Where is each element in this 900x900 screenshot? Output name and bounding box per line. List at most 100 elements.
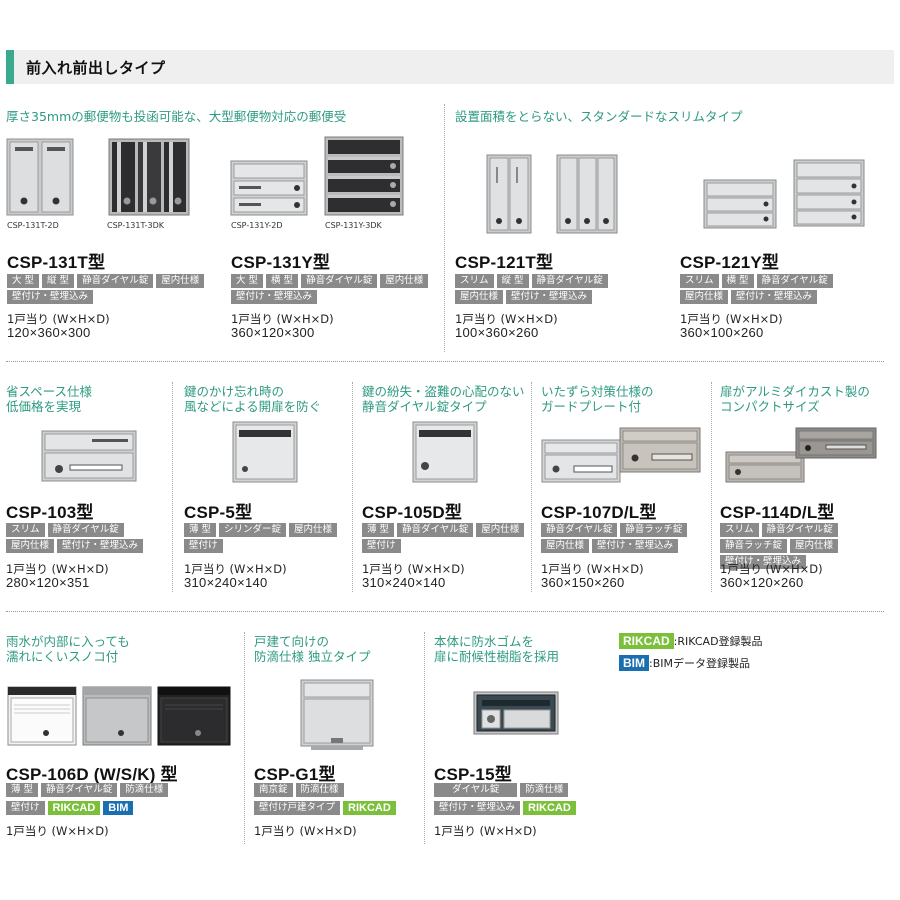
- section-header-bar: [6, 50, 894, 84]
- dims-csp-106: 1戸当り (W×H×D): [6, 824, 109, 838]
- row-separator-1: [6, 361, 884, 362]
- badges-csp-g1: 南京錠 防滴仕様 壁付け戸建タイプ RIKCAD: [254, 783, 420, 815]
- dims-label: 1戸当り (W×H×D): [434, 824, 537, 838]
- badge: 壁付け戸建タイプ: [254, 801, 341, 815]
- tagline-line: 風などによる開扉を防ぐ: [184, 399, 322, 414]
- dims-csp-121y: 1戸当り (W×H×D) 360×100×260: [680, 312, 783, 340]
- tagline-csp-g1: 戸建て向けの 防滴仕様 独立タイプ: [254, 634, 370, 664]
- dims-csp-131t: 1戸当り (W×H×D) 120×360×300: [7, 312, 110, 340]
- product-image-csp-103: [41, 430, 137, 482]
- model-csp-105d: CSP-105D型: [362, 503, 463, 522]
- model-csp-121y: CSP-121Y型: [680, 253, 780, 272]
- badge: 壁付け・壁埋込み: [231, 290, 318, 304]
- badge: 南京錠: [254, 783, 293, 797]
- badge: スリム: [6, 523, 45, 537]
- badge: 壁付け: [362, 539, 401, 553]
- tagline-csp-103: 省スペース仕様 低価格を実現: [6, 384, 92, 414]
- tagline-csp-5: 鍵のかけ忘れ時の 風などによる開扉を防ぐ: [184, 384, 321, 414]
- dims-label: 1戸当り (W×H×D): [6, 824, 109, 838]
- badge: 屋内仕様: [455, 290, 504, 304]
- badge: 静音ダイヤル錠: [541, 523, 618, 537]
- section-title: 前入れ前出しタイプ: [26, 59, 166, 77]
- legend-bim: BIM :BIMデータ登録製品: [619, 655, 750, 671]
- badge: 屋内仕様: [541, 539, 590, 553]
- bim-mark: BIM: [103, 801, 134, 815]
- tagline-line: 鍵の紛失・盗難の心配のない: [362, 384, 525, 399]
- badges-csp-121y: スリム 横 型 静音ダイヤル錠 屋内仕様 壁付け・壁埋込み: [680, 274, 880, 304]
- legend-rikcad: RIKCAD :RIKCAD登録製品: [619, 633, 763, 649]
- product-image-csp-5: [232, 421, 298, 483]
- tagline-line: 濡れにくいスノコ付: [6, 649, 119, 664]
- product-image-csp-131t-3dk: [108, 138, 190, 216]
- badges-csp-131t: 大 型 縦 型 静音ダイヤル錠 屋内仕様 壁付け・壁埋込み: [7, 274, 207, 304]
- model-csp-5: CSP-5型: [184, 503, 253, 522]
- row1-right-tagline: 設置面積をとらない、スタンダードなスリムタイプ: [455, 109, 743, 124]
- row1-left-tagline: 厚さ35mmの郵便物も投函可能な、大型郵便物対応の郵便受: [6, 109, 347, 124]
- product-image-csp-121y: [703, 159, 865, 229]
- dims-label: 1戸当り (W×H×D): [455, 312, 558, 326]
- badge: 壁付け・壁埋込み: [7, 290, 94, 304]
- section-header-accent: [6, 50, 14, 84]
- dims-label: 1戸当り (W×H×D): [680, 312, 783, 326]
- badge: 壁付け・壁埋込み: [57, 539, 144, 553]
- dims-label: 1戸当り (W×H×D): [254, 824, 357, 838]
- badge: 屋内仕様: [380, 274, 429, 288]
- product-image-csp-131y-3dk: [324, 136, 404, 216]
- dims-label: 1戸当り (W×H×D): [6, 562, 109, 576]
- badge: 静音ダイヤル錠: [761, 523, 838, 537]
- rikcad-mark: RIKCAD: [523, 801, 576, 815]
- dims-label: 1戸当り (W×H×D): [184, 562, 287, 576]
- badges-csp-131y: 大 型 横 型 静音ダイヤル錠 屋内仕様 壁付け・壁埋込み: [231, 274, 431, 304]
- tagline-line: 扉がアルミダイカスト製の: [720, 384, 870, 399]
- badge: 屋内仕様: [289, 523, 338, 537]
- badge: 薄 型: [184, 523, 217, 537]
- badge: 静音ラッチ錠: [620, 523, 688, 537]
- product-image-csp-107: [541, 427, 701, 483]
- tagline-line: 扉に耐候性樹脂を採用: [434, 649, 560, 664]
- badge: 屋内仕様: [6, 539, 55, 553]
- badge: 静音ラッチ錠: [720, 539, 788, 553]
- badges-csp-5: 薄 型 シリンダー錠 屋内仕様 壁付け: [184, 523, 354, 553]
- legend-rikcad-text: :RIKCAD登録製品: [673, 635, 763, 648]
- tagline-line: いたずら対策仕様の: [541, 384, 654, 399]
- dims-value: 360×100×260: [680, 325, 764, 340]
- tagline-csp-106: 雨水が内部に入っても 濡れにくいスノコ付: [6, 634, 130, 664]
- badge: 縦 型: [496, 274, 529, 288]
- badge: 横 型: [721, 274, 754, 288]
- badge: 壁付け・壁埋込み: [506, 290, 593, 304]
- tagline-line: 雨水が内部に入っても: [6, 634, 130, 649]
- tagline-csp-15: 本体に防水ゴムを 扉に耐候性樹脂を採用: [434, 634, 559, 664]
- badge: 壁付け・壁埋込み: [720, 555, 807, 569]
- model-csp-114: CSP-114D/L型: [720, 503, 835, 522]
- badge: スリム: [455, 274, 494, 288]
- tagline-line: 鍵のかけ忘れ時の: [184, 384, 285, 399]
- badges-csp-114: スリム 静音ダイヤル錠 静音ラッチ錠 屋内仕様 壁付け・壁埋込み: [720, 523, 890, 569]
- badge: 防滴仕様: [295, 783, 344, 797]
- dims-value: 310×240×140: [184, 575, 268, 590]
- dims-value: 360×120×260: [720, 575, 804, 590]
- tagline-line: ガードプレート付: [541, 399, 642, 414]
- legend-rikcad-mark: RIKCAD: [619, 633, 674, 649]
- dims-value: 120×360×300: [7, 325, 91, 340]
- badge: 静音ダイヤル錠: [397, 523, 474, 537]
- badges-csp-103: スリム 静音ダイヤル錠 屋内仕様 壁付け・壁埋込み: [6, 523, 171, 553]
- dims-value: 360×150×260: [541, 575, 625, 590]
- tagline-line: 静音ダイヤル錠タイプ: [362, 399, 487, 414]
- row3-divider-1: [244, 632, 245, 844]
- dims-csp-5: 1戸当り (W×H×D) 310×240×140: [184, 562, 287, 590]
- model-csp-131y: CSP-131Y型: [231, 253, 331, 272]
- badge: 縦 型: [42, 274, 75, 288]
- tagline-csp-114: 扉がアルミダイカスト製の コンパクトサイズ: [720, 384, 870, 414]
- model-csp-131t: CSP-131T型: [7, 253, 106, 272]
- dims-value: 310×240×140: [362, 575, 446, 590]
- badge: 屋内仕様: [156, 274, 205, 288]
- legend-bim-text: :BIMデータ登録製品: [649, 657, 750, 670]
- badge: 防滴仕様: [120, 783, 169, 797]
- badges-csp-107: 静音ダイヤル錠 静音ラッチ錠 屋内仕様 壁付け・壁埋込み: [541, 523, 709, 553]
- dims-csp-114: 1戸当り (W×H×D) 360×120×260: [720, 562, 823, 590]
- model-csp-g1: CSP-G1型: [254, 765, 336, 784]
- model-csp-15: CSP-15型: [434, 765, 512, 784]
- dims-csp-g1: 1戸当り (W×H×D): [254, 824, 357, 838]
- row3-divider-2: [424, 632, 425, 844]
- product-image-csp-106: [7, 686, 231, 746]
